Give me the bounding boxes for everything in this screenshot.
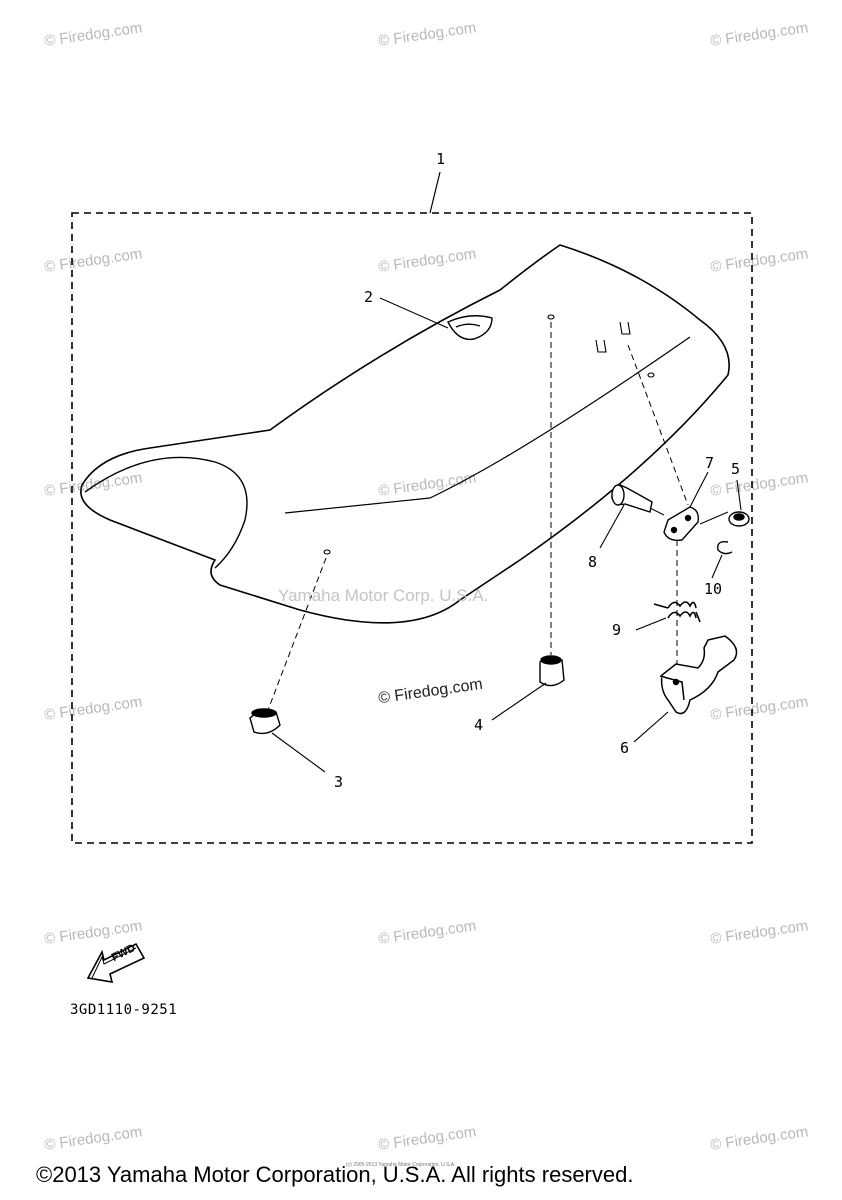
callout-6: 6 bbox=[620, 739, 630, 757]
part-5-nut bbox=[728, 511, 750, 527]
callout-2: 2 bbox=[364, 288, 374, 306]
leader-4 bbox=[491, 682, 547, 721]
assembly-boundary bbox=[71, 212, 753, 844]
part-6-lock-lever bbox=[659, 635, 738, 715]
part-2-hook bbox=[447, 315, 493, 341]
leader-9 bbox=[635, 617, 667, 631]
callout-8: 8 bbox=[588, 553, 598, 571]
part-7-bracket bbox=[663, 506, 700, 542]
seat bbox=[80, 244, 730, 624]
leader-7 bbox=[689, 471, 709, 508]
diagram-part-code: 3GD1110-9251 bbox=[70, 1002, 178, 1018]
center-watermark: Yamaha Motor Corp. U.S.A. bbox=[278, 586, 489, 605]
pin-axis bbox=[649, 507, 665, 516]
part-4-damper bbox=[539, 655, 565, 687]
leader-8 bbox=[599, 504, 625, 549]
tiny-copyright-note: (c) 2005-2013 Yamaha Motor Corporation, … bbox=[346, 1162, 456, 1168]
part-9-spring bbox=[653, 601, 701, 623]
link-5-7 bbox=[699, 511, 729, 525]
callout-5: 5 bbox=[731, 460, 741, 478]
part-3-grommet bbox=[249, 708, 281, 735]
callout-7: 7 bbox=[705, 454, 715, 472]
leader-2 bbox=[379, 297, 449, 329]
callout-10: 10 bbox=[704, 580, 723, 598]
copyright-footer: ©2013 Yamaha Motor Corporation, U.S.A. A… bbox=[36, 1162, 634, 1187]
part-8-pin bbox=[611, 484, 653, 513]
forward-arrow bbox=[86, 942, 146, 983]
callout-9: 9 bbox=[612, 621, 622, 639]
callout-4: 4 bbox=[474, 716, 484, 734]
part-10-clip bbox=[717, 540, 733, 555]
leader-10 bbox=[711, 554, 723, 579]
callout-3: 3 bbox=[334, 773, 344, 791]
seat-mount-holes bbox=[323, 314, 655, 555]
leader-1 bbox=[429, 171, 441, 214]
leader-6 bbox=[633, 711, 669, 743]
alignment-lines bbox=[267, 322, 689, 711]
leader-3 bbox=[271, 732, 326, 773]
leader-5 bbox=[736, 479, 742, 511]
callout-1: 1 bbox=[436, 150, 446, 168]
